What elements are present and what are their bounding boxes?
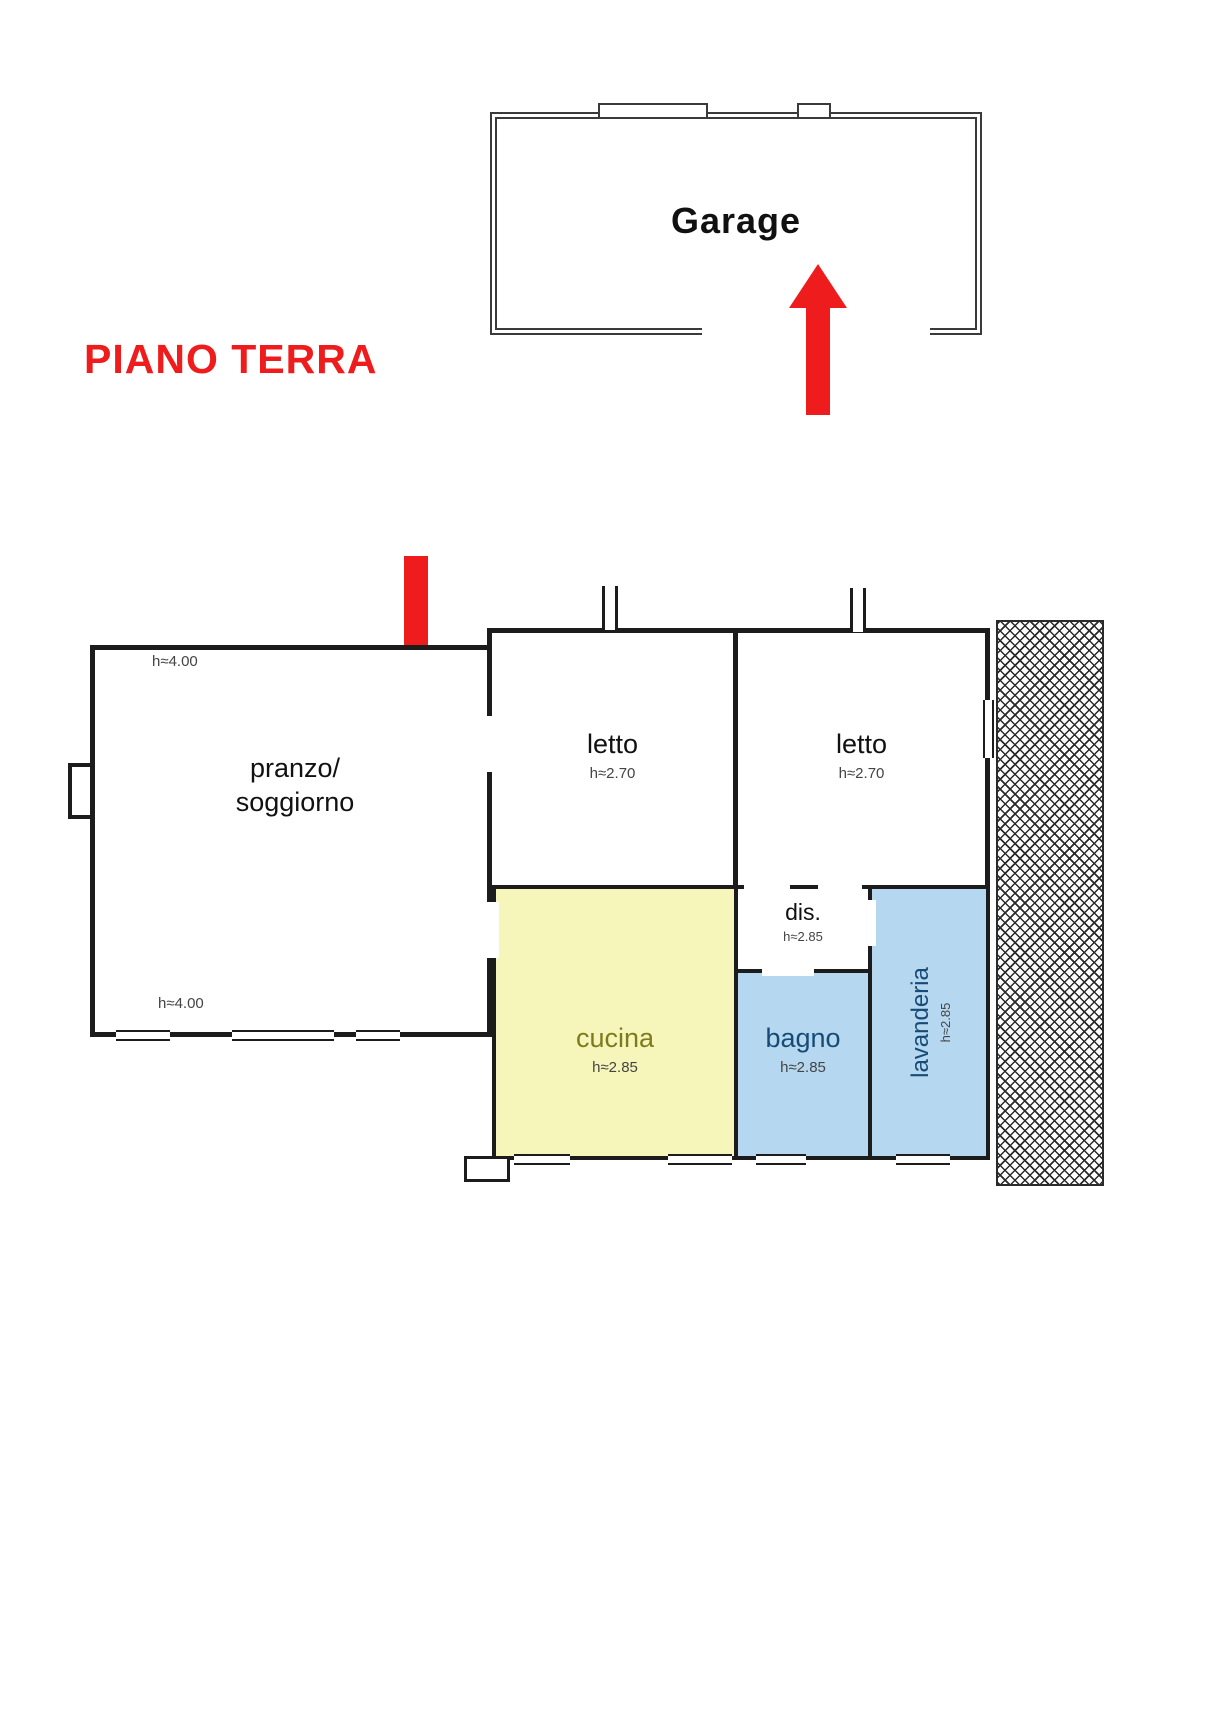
window-mark: [514, 1154, 570, 1165]
room-name: lavanderia: [906, 967, 934, 1078]
height-value: h≈2.85: [780, 1058, 826, 1076]
height-value: h≈4.00: [158, 995, 204, 1012]
room-name: pranzo/ soggiorno: [235, 753, 355, 817]
garage-wall-notch: [598, 103, 708, 117]
room-bagno: [734, 969, 872, 1160]
height-value: h≈4.00: [152, 653, 198, 670]
door-gap: [483, 902, 499, 958]
room-name: bagno: [765, 1023, 841, 1053]
label-lavanderia: lavanderia h≈2.85: [868, 885, 990, 1160]
bay-window: [68, 763, 94, 819]
garage-outline: [490, 112, 982, 335]
room-name-vertical: lavanderia h≈2.85: [906, 967, 953, 1078]
window-mark: [983, 700, 994, 758]
room-name: letto: [835, 729, 888, 759]
door-gap: [762, 966, 814, 976]
chimney-mark: [602, 586, 618, 630]
room-letto-1: [487, 628, 738, 890]
door-gap: [818, 882, 862, 893]
room-name: cucina: [575, 1023, 655, 1053]
garage-wall-notch: [797, 103, 831, 117]
label-letto-1: letto h≈2.70: [487, 728, 738, 782]
garage-arrow-head-icon: [789, 264, 847, 308]
label-pranzo-soggiorno: pranzo/ soggiorno: [140, 752, 450, 820]
room-cucina: [492, 885, 738, 1160]
label-pranzo-height-top: h≈4.00: [152, 653, 198, 671]
window-mark: [756, 1154, 806, 1165]
terrace-hatch-area: [996, 620, 1104, 1186]
door-gap: [865, 900, 876, 946]
door-gap: [483, 716, 499, 772]
label-cucina: cucina h≈2.85: [492, 1022, 738, 1076]
room-name: dis.: [785, 899, 821, 925]
height-value: h≈2.85: [783, 928, 823, 944]
window-mark: [668, 1154, 732, 1165]
wall-step: [464, 1156, 510, 1182]
floor-title: PIANO TERRA: [84, 336, 378, 382]
label-dis: dis. h≈2.85: [734, 898, 872, 944]
garage-label: Garage: [670, 200, 802, 241]
garage-arrow-shaft-icon: [806, 305, 830, 415]
window-mark: [116, 1030, 170, 1041]
room-pranzo-soggiorno: [90, 645, 492, 1037]
chimney-mark: [850, 588, 866, 632]
height-value: h≈2.70: [838, 764, 885, 782]
door-gap: [744, 882, 790, 893]
height-value: h≈2.70: [589, 764, 636, 782]
label-letto-2: letto h≈2.70: [733, 728, 990, 782]
label-bagno: bagno h≈2.85: [734, 1022, 872, 1076]
label-pranzo-height-bottom: h≈4.00: [158, 995, 204, 1013]
window-mark: [232, 1030, 334, 1041]
height-value: h≈2.85: [937, 1002, 953, 1043]
window-mark: [356, 1030, 400, 1041]
window-mark: [896, 1154, 950, 1165]
room-lavanderia: [868, 885, 990, 1160]
room-name: letto: [586, 729, 639, 759]
height-value: h≈2.85: [592, 1058, 638, 1076]
